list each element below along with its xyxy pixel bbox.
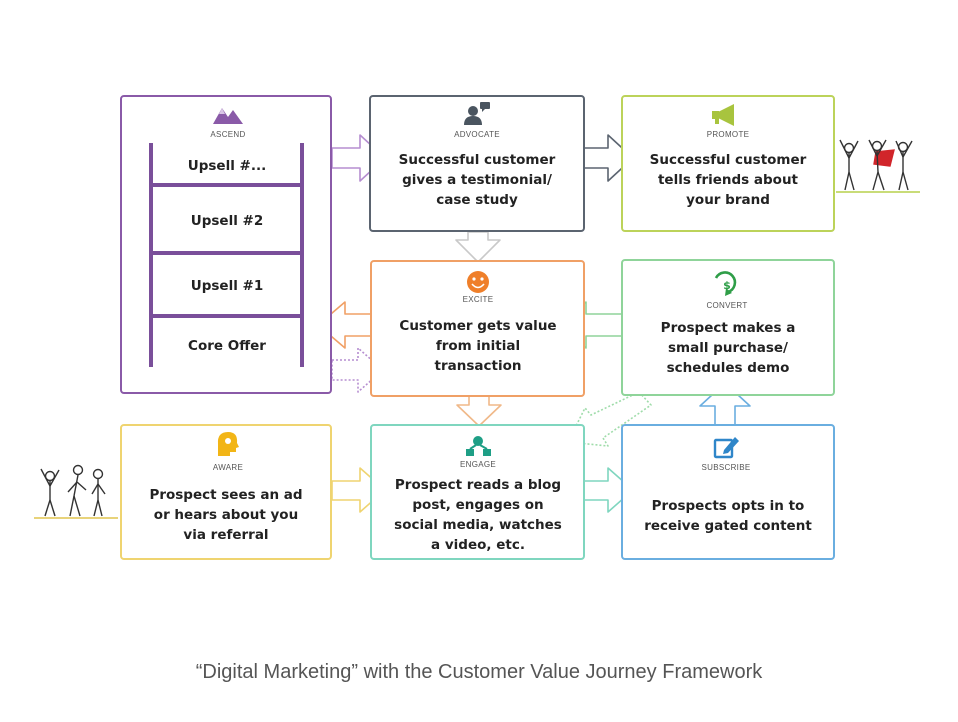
stage-label-ascend: ASCEND — [210, 130, 245, 139]
ascend-rung: Upsell #... — [188, 158, 266, 174]
engage-text: a video, etc. — [431, 537, 525, 553]
promote-text: Successful customer — [650, 152, 807, 168]
lightbulb-head-icon — [217, 432, 239, 456]
stage-label-promote: PROMOTE — [707, 130, 750, 139]
ascend-box — [120, 95, 332, 394]
convert-box — [621, 259, 835, 396]
arrow-convert-to-engage — [567, 391, 652, 447]
ascend-rung: Upsell #2 — [191, 213, 263, 229]
aware-text: Prospect sees an ad — [149, 487, 302, 503]
figure-caption: “Digital Marketing” with the Customer Va… — [195, 661, 763, 683]
smiley-face-icon — [467, 271, 489, 293]
promote-text: tells friends about — [658, 172, 799, 188]
advocate-text: gives a testimonial/ — [402, 172, 552, 188]
mountains-icon — [213, 108, 243, 124]
engage-text: Prospect reads a blog — [395, 477, 561, 493]
arrow-engage-to-subscribe — [583, 467, 634, 513]
convert-text: Prospect makes a — [661, 320, 796, 336]
stage-label-excite: EXCITE — [463, 295, 494, 304]
arrow-advocate-to-promote — [583, 134, 634, 182]
person-speech-icon — [464, 102, 490, 125]
stick-figures-left — [34, 464, 118, 519]
stage-label-engage: ENGAGE — [460, 460, 496, 469]
engage-text: social media, watches — [394, 517, 562, 533]
stage-label-subscribe: SUBSCRIBE — [702, 463, 751, 472]
megaphone-icon — [712, 104, 734, 126]
stage-label-advocate: ADVOCATE — [454, 130, 500, 139]
advocate-box — [369, 95, 585, 232]
aware-box — [120, 424, 332, 560]
promote-box — [621, 95, 835, 232]
excite-text: Customer gets value — [399, 318, 556, 334]
edit-form-icon — [713, 437, 739, 459]
excite-box — [370, 260, 585, 397]
ascend-rung: Core Offer — [188, 338, 266, 354]
engage-text: post, engages on — [412, 497, 543, 513]
aware-text: via referral — [183, 527, 268, 543]
svg-text:$: $ — [723, 279, 731, 292]
excite-text: from initial — [436, 338, 520, 354]
subscribe-text: Prospects opts in to — [652, 498, 805, 514]
subscribe-box — [621, 424, 835, 560]
arrow-advocate-to-excite — [455, 231, 501, 263]
convert-text: schedules demo — [667, 360, 790, 376]
dollar-cycle-icon: $ — [714, 271, 737, 296]
stage-label-aware: AWARE — [213, 463, 243, 472]
stage-label-convert: CONVERT — [706, 301, 747, 310]
excite-text: transaction — [435, 358, 522, 374]
engage-box — [370, 424, 585, 560]
ascend-ladder — [149, 143, 304, 367]
aware-text: or hears about you — [154, 507, 298, 523]
advocate-text: case study — [436, 192, 518, 208]
stick-figures-right — [836, 139, 920, 193]
arrow-excite-to-engage — [456, 395, 502, 427]
promote-text: your brand — [686, 192, 770, 208]
network-icon — [466, 436, 491, 456]
convert-text: small purchase/ — [668, 340, 788, 356]
subscribe-text: receive gated content — [644, 518, 812, 534]
ascend-rung: Upsell #1 — [191, 278, 263, 294]
advocate-text: Successful customer — [399, 152, 556, 168]
